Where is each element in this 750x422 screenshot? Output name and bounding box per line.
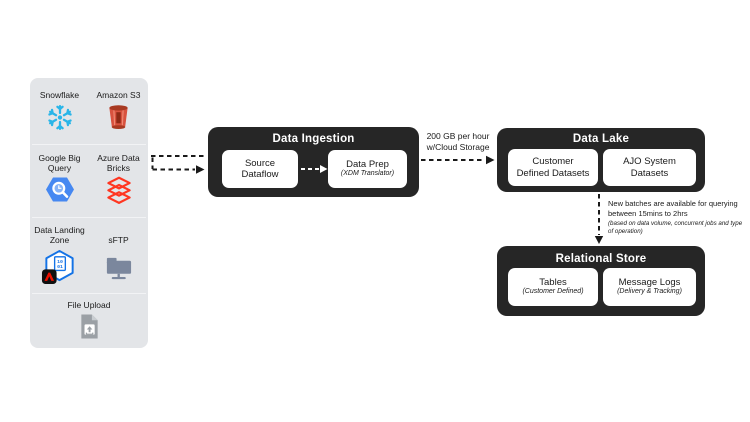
source-label: Amazon S3 bbox=[96, 89, 141, 100]
source-label: Google Big Query bbox=[38, 152, 81, 173]
panel-divider bbox=[32, 217, 146, 218]
adobe-badge-icon bbox=[41, 269, 57, 285]
node-message-logs: Message Logs (Delivery & Tracking) bbox=[603, 268, 696, 306]
google-bigquery-icon bbox=[45, 176, 75, 203]
source-item-snowflake: Snowflake bbox=[30, 89, 89, 144]
amazon-s3-icon bbox=[106, 103, 131, 132]
node-sublabel: (Customer Defined) bbox=[522, 288, 584, 296]
batch-note: New batches are available for querying b… bbox=[608, 199, 746, 236]
node-label: Dataflow bbox=[241, 169, 279, 180]
source-item-data-landing-zone: Data Landing Zone 10 01 bbox=[30, 224, 89, 293]
dlz-binary-text: 10 bbox=[57, 259, 63, 265]
data-lake-box: Data Lake Customer Defined Datasets AJO … bbox=[497, 128, 705, 192]
node-data-prep: Data Prep (XDM Translator) bbox=[328, 150, 407, 188]
throughput-line-2: w/Cloud Storage bbox=[426, 141, 490, 152]
sources-row-1: Snowflake bbox=[30, 78, 148, 144]
azure-databricks-icon bbox=[105, 176, 133, 205]
source-label: Azure Data Bricks bbox=[97, 152, 140, 173]
node-label: Defined Datasets bbox=[516, 167, 590, 179]
source-item-sftp: sFTP bbox=[89, 224, 148, 293]
data-lake-title: Data Lake bbox=[572, 133, 630, 145]
snowflake-icon bbox=[45, 103, 75, 132]
node-sublabel: (XDM Translator) bbox=[340, 170, 395, 178]
node-label: Message Logs bbox=[618, 276, 681, 288]
arrow-ingestion-to-lake bbox=[421, 155, 495, 165]
throughput-label: 200 GB per hour w/Cloud Storage bbox=[419, 131, 497, 152]
source-item-amazon-s3: Amazon S3 bbox=[89, 89, 148, 144]
relational-store-box: Relational Store Tables (Customer Define… bbox=[497, 246, 705, 316]
batch-note-sub: (based on data volume, concurrent jobs a… bbox=[608, 219, 743, 235]
source-label: Snowflake bbox=[39, 89, 80, 100]
data-ingestion-title: Data Ingestion bbox=[272, 133, 355, 145]
dlz-binary-text: 01 bbox=[57, 264, 63, 270]
data-ingestion-box: Data Ingestion Source Dataflow Data Prep… bbox=[208, 127, 419, 197]
node-sublabel: (Delivery & Tracking) bbox=[617, 288, 682, 296]
sources-row-4: File Upload bbox=[30, 294, 148, 349]
sources-panel: Snowflake bbox=[30, 78, 148, 348]
node-label: Datasets bbox=[630, 167, 669, 179]
arrow-lake-to-relational-store bbox=[594, 194, 604, 244]
node-customer-defined-datasets: Customer Defined Datasets bbox=[508, 149, 598, 186]
sources-row-2: Google Big Query Azure Data Bricks bbox=[30, 145, 148, 217]
data-landing-zone-icon: 10 01 bbox=[41, 248, 78, 286]
node-label: AJO System bbox=[623, 156, 676, 168]
node-label: Data Prep bbox=[346, 158, 389, 170]
node-ajo-system-datasets: AJO System Datasets bbox=[603, 149, 696, 186]
throughput-line-1: 200 GB per hour bbox=[426, 131, 490, 141]
node-label: Customer bbox=[532, 156, 574, 168]
source-label: Data Landing Zone bbox=[34, 224, 85, 245]
panel-divider bbox=[32, 293, 146, 294]
batch-note-main: New batches are available for querying b… bbox=[608, 199, 738, 218]
source-item-azure-databricks: Azure Data Bricks bbox=[89, 152, 148, 217]
sources-row-3: Data Landing Zone 10 01 sFTP bbox=[30, 218, 148, 293]
panel-divider bbox=[32, 144, 146, 145]
source-label: File Upload bbox=[67, 299, 111, 310]
source-item-file-upload: File Upload bbox=[30, 299, 148, 349]
source-item-google-bigquery: Google Big Query bbox=[30, 152, 89, 217]
node-tables: Tables (Customer Defined) bbox=[508, 268, 598, 306]
arrow-sources-to-ingestion bbox=[151, 155, 206, 174]
node-label: Tables bbox=[539, 276, 567, 288]
sftp-icon bbox=[104, 248, 133, 286]
relational-store-title: Relational Store bbox=[555, 253, 647, 265]
file-upload-icon bbox=[78, 313, 101, 340]
node-label: Source bbox=[244, 157, 276, 169]
node-source-dataflow: Source Dataflow bbox=[222, 150, 298, 188]
source-label: sFTP bbox=[108, 234, 129, 245]
